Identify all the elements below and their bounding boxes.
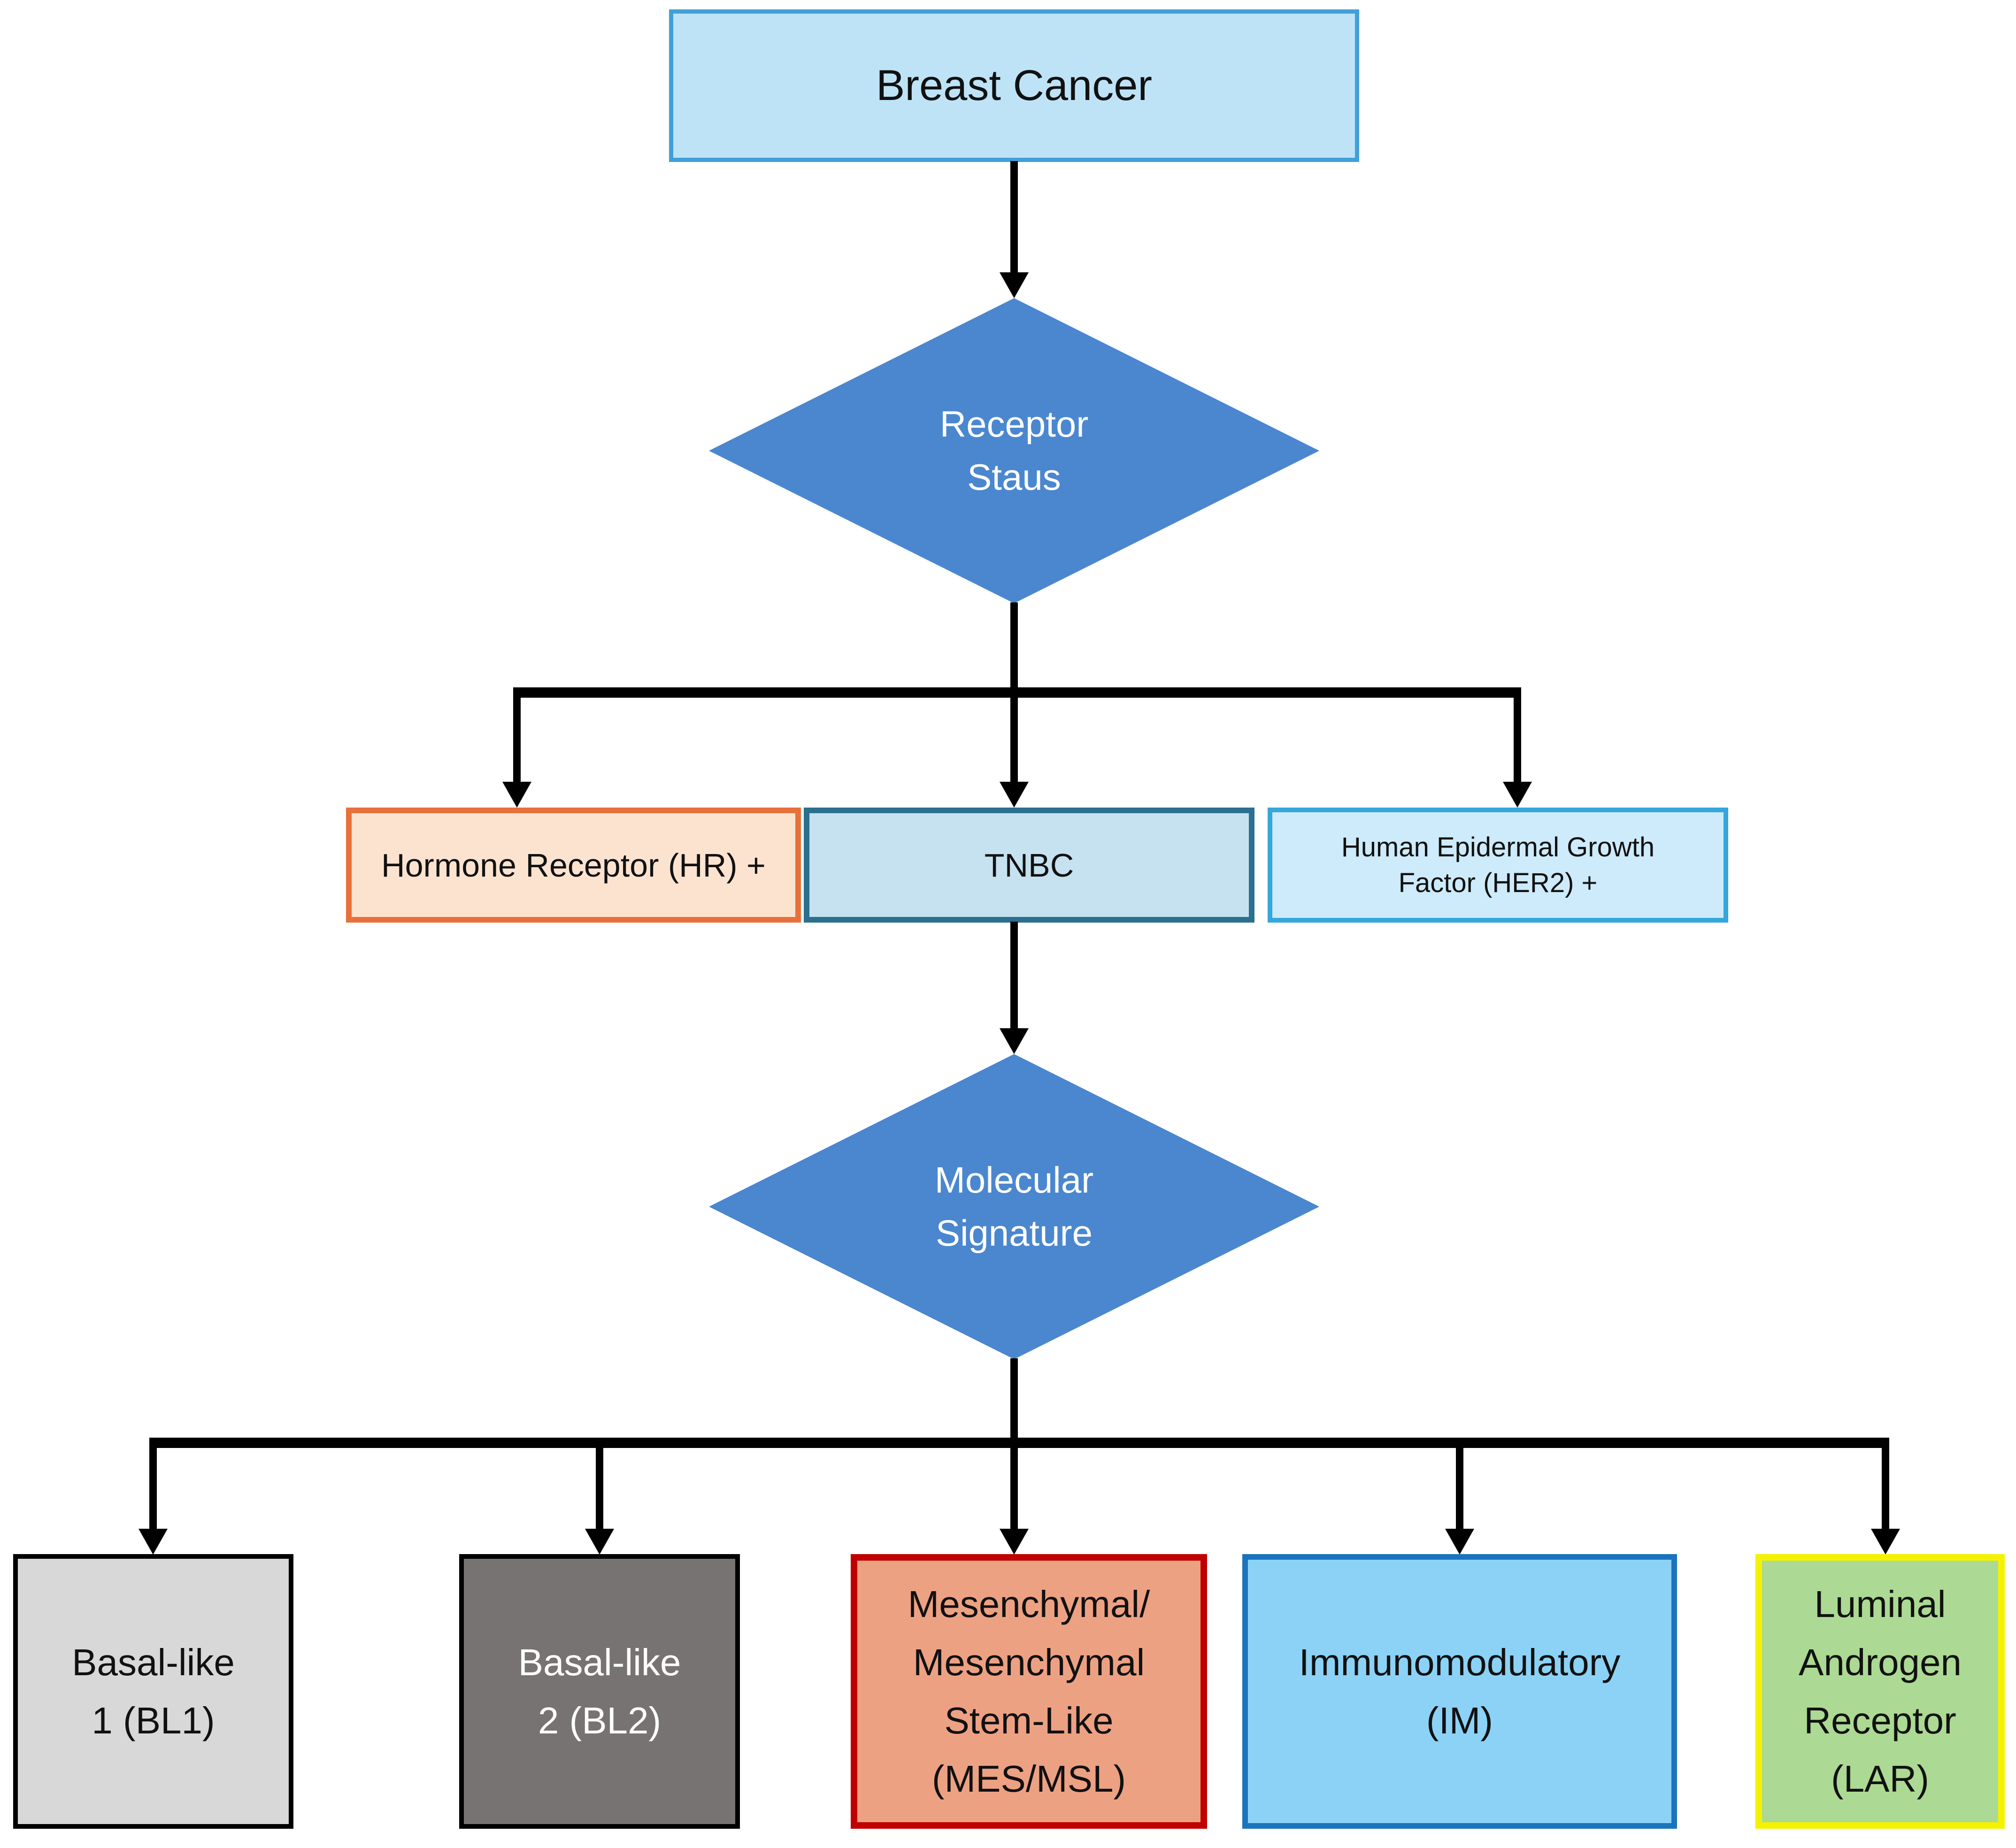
node-hormone-receptor-positive: Hormone Receptor (HR) + — [346, 808, 801, 923]
node-receptor-status-diamond: Receptor Staus — [709, 298, 1319, 603]
bl1-line-2: 1 (BL1) — [92, 1699, 215, 1741]
connector-root-to-receptor-status — [1010, 161, 1018, 274]
lar-line-3: Receptor — [1804, 1699, 1956, 1741]
connector-branch-to-bl2 — [596, 1438, 603, 1530]
node-breast-cancer: Breast Cancer — [669, 9, 1359, 162]
lar-line-4: (LAR) — [1831, 1757, 1929, 1800]
connector-branch-to-hr — [513, 687, 521, 783]
hr-label: Hormone Receptor (HR) + — [381, 847, 766, 884]
node-luminal-androgen-receptor: Luminal Androgen Receptor (LAR) — [1755, 1554, 2005, 1829]
connector-branch-to-lar — [1882, 1438, 1889, 1530]
connector-branch-to-bl1 — [149, 1438, 157, 1530]
node-mesenchymal-stem-like: Mesenchymal/ Mesenchymal Stem-Like (MES/… — [851, 1554, 1207, 1829]
her2-label-line-1: Human Epidermal Growth — [1341, 832, 1655, 863]
node-molecular-signature-diamond: Molecular Signature — [709, 1054, 1319, 1359]
tnbc-label: TNBC — [984, 847, 1074, 884]
lar-line-1: Luminal — [1814, 1583, 1946, 1625]
arrowhead-into-mes — [1000, 1529, 1029, 1555]
molecular-signature-line-1: Molecular — [934, 1159, 1094, 1201]
arrowhead-into-molecular-signature — [1000, 1028, 1029, 1054]
node-basal-like-2: Basal-like 2 (BL2) — [459, 1554, 740, 1829]
mes-line-1: Mesenchymal/ — [908, 1583, 1150, 1625]
receptor-status-line-2: Staus — [967, 456, 1061, 498]
branch-bar-subtypes — [149, 1438, 1889, 1448]
im-line-2: (IM) — [1426, 1699, 1493, 1741]
receptor-status-line-1: Receptor — [939, 403, 1089, 445]
molecular-signature-line-2: Signature — [936, 1212, 1093, 1254]
connector-tnbc-to-molecular-signature — [1010, 922, 1018, 1030]
arrowhead-into-her2 — [1503, 782, 1532, 808]
node-breast-cancer-label: Breast Cancer — [876, 62, 1153, 109]
arrowhead-into-lar — [1871, 1529, 1900, 1555]
her2-label-line-2: Factor (HER2) + — [1398, 867, 1598, 898]
connector-molecular-signature-to-branch — [1010, 1358, 1018, 1448]
arrowhead-into-receptor-status — [1000, 272, 1029, 298]
arrowhead-into-tnbc — [1000, 782, 1029, 808]
arrowhead-into-bl1 — [139, 1529, 168, 1555]
connector-branch-to-tnbc — [1010, 687, 1018, 783]
arrowhead-into-im — [1445, 1529, 1474, 1555]
mes-line-2: Mesenchymal — [913, 1641, 1145, 1683]
lar-line-2: Androgen — [1799, 1641, 1962, 1683]
mes-line-3: Stem-Like — [944, 1699, 1114, 1741]
bl2-line-1: Basal-like — [518, 1641, 681, 1683]
im-line-1: Immunomodulatory — [1299, 1641, 1621, 1683]
mes-line-4: (MES/MSL) — [931, 1757, 1126, 1800]
node-tnbc: TNBC — [804, 808, 1254, 923]
arrowhead-into-bl2 — [585, 1529, 614, 1555]
connector-branch-to-mes — [1010, 1438, 1018, 1530]
arrowhead-into-hr — [502, 782, 531, 808]
connector-receptor-status-to-branch — [1010, 602, 1018, 697]
bl2-line-2: 2 (BL2) — [538, 1699, 662, 1741]
bl1-line-1: Basal-like — [72, 1641, 235, 1683]
node-her2-positive: Human Epidermal Growth Factor (HER2) + — [1268, 808, 1728, 923]
connector-branch-to-her2 — [1514, 687, 1521, 783]
node-basal-like-1: Basal-like 1 (BL1) — [13, 1554, 293, 1829]
node-immunomodulatory: Immunomodulatory (IM) — [1242, 1554, 1677, 1829]
connector-branch-to-im — [1456, 1438, 1463, 1530]
